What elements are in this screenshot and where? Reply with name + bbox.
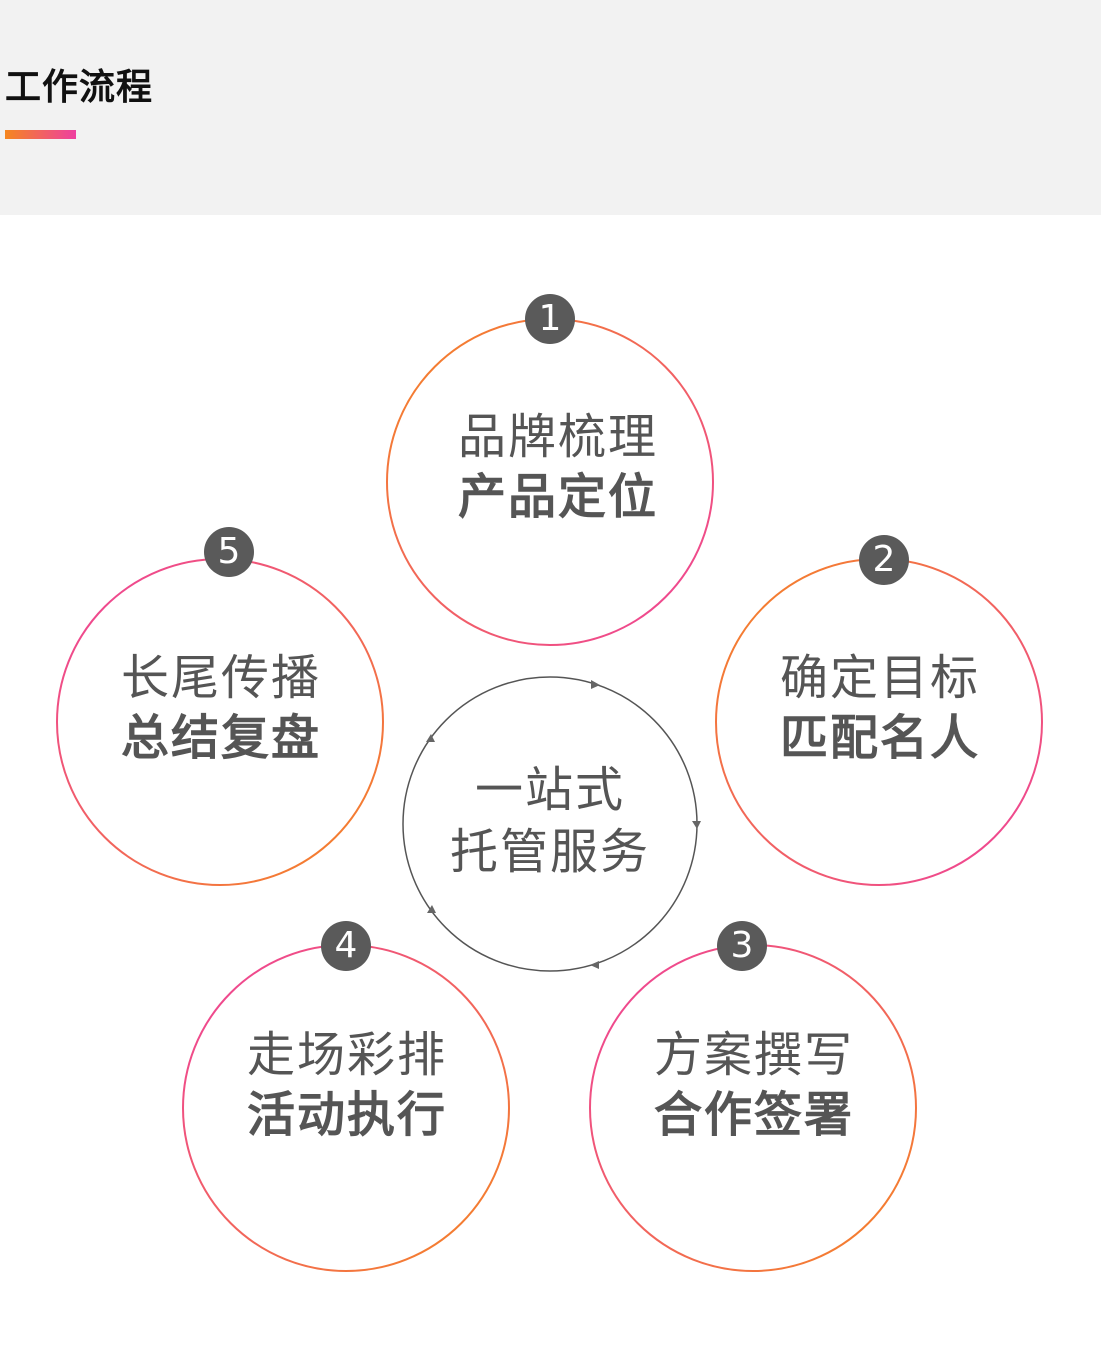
step-5-badge: 5 [204,527,254,577]
step-1-subtitle: 产品定位 [457,469,658,525]
cycle-arrow-right [692,821,701,829]
step-5-label: 长尾传播 总结复盘 [71,648,371,768]
cycle-arrow-upper-left [426,734,435,742]
cycle-arrow-bottom [590,961,599,969]
step-4-subtitle: 活动执行 [246,1087,447,1143]
step-1-label: 品牌梳理 产品定位 [408,407,708,527]
page-title: 工作流程 [5,67,154,108]
step-2-title: 确定目标 [779,650,980,706]
step-4-label: 走场彩排 活动执行 [197,1025,497,1145]
step-4-title: 走场彩排 [246,1027,447,1083]
workflow-diagram: 1 2 3 4 5 品牌梳理 产品定位 确定目标 匹配名人 方案撰写 合作签署 … [0,215,1101,1372]
step-1-badge: 1 [525,294,575,344]
center-title-line2: 托管服务 [449,824,650,880]
header-bar: 工作流程 [0,0,1101,215]
step-3-title: 方案撰写 [653,1027,854,1083]
center-title-line1: 一站式 [474,762,625,818]
step-3-label: 方案撰写 合作签署 [604,1025,904,1145]
step-2-subtitle: 匹配名人 [779,710,980,766]
step-5-title: 长尾传播 [120,650,321,706]
step-3-subtitle: 合作签署 [653,1087,854,1143]
center-label: 一站式 托管服务 [400,759,700,883]
step-5-subtitle: 总结复盘 [120,710,321,766]
step-2-label: 确定目标 匹配名人 [730,648,1030,768]
step-3-badge: 3 [717,921,767,971]
cycle-arrow-lower-left [427,905,436,913]
cycle-arrow-top [591,680,600,689]
step-2-badge: 2 [859,535,909,585]
step-4-badge: 4 [321,921,371,971]
title-underline [5,130,76,139]
step-1-title: 品牌梳理 [457,409,658,465]
